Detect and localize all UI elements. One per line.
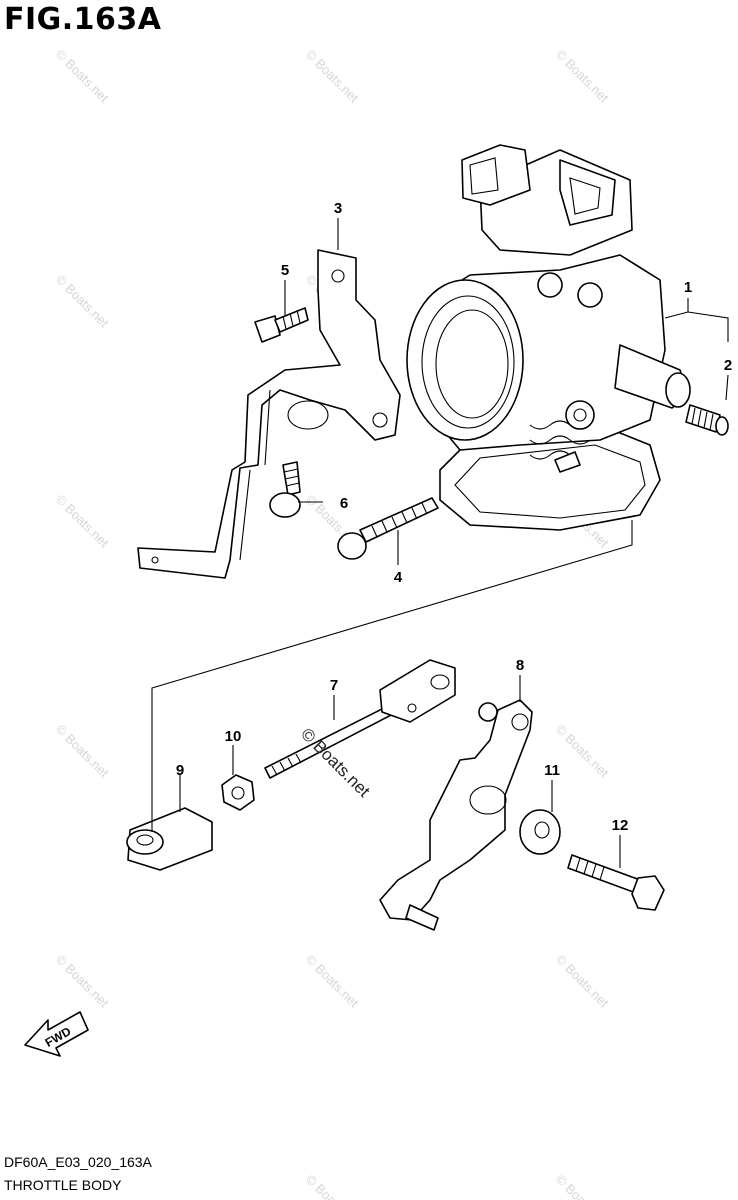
diagram-name: THROTTLE BODY bbox=[4, 1177, 122, 1193]
watermark: © Boats.net bbox=[53, 952, 112, 1011]
callout-9: 9 bbox=[176, 762, 184, 779]
bolt-part-12 bbox=[567, 854, 665, 911]
callout-7: 7 bbox=[330, 677, 338, 694]
callout-1: 1 bbox=[684, 279, 692, 296]
fwd-arrow-icon: FWD bbox=[24, 1011, 89, 1057]
watermark: © Boats.net bbox=[53, 492, 112, 551]
watermark: © Boats.net bbox=[303, 1172, 362, 1200]
callout-11: 11 bbox=[544, 762, 560, 779]
leader-lines bbox=[151, 218, 729, 868]
nut-part-10 bbox=[221, 774, 255, 811]
callout-3: 3 bbox=[334, 200, 342, 217]
bolt-part-6 bbox=[269, 461, 301, 518]
figure-title: FIG.163A bbox=[4, 2, 162, 37]
callout-4: 4 bbox=[394, 569, 403, 586]
callout-10: 10 bbox=[225, 728, 242, 745]
callout-6: 6 bbox=[340, 495, 348, 512]
watermark: © Boats.net bbox=[553, 1172, 612, 1200]
washer-part-11 bbox=[519, 809, 561, 855]
diagram-code: DF60A_E03_020_163A bbox=[4, 1154, 152, 1170]
lever-part-8 bbox=[379, 699, 533, 931]
callout-5: 5 bbox=[281, 262, 289, 279]
watermark: © Boats.net bbox=[553, 722, 612, 781]
callout-2: 2 bbox=[724, 357, 732, 374]
watermark: © Boats.net bbox=[303, 47, 362, 106]
watermark: © Boats.net bbox=[53, 722, 112, 781]
watermark: © Boats.net bbox=[53, 47, 112, 106]
screw-part-2 bbox=[685, 404, 729, 436]
watermark: © Boats.net bbox=[303, 952, 362, 1011]
joint-part-9 bbox=[126, 807, 213, 871]
watermark: © Boats.net bbox=[53, 272, 112, 331]
watermark: © Boats.net bbox=[553, 952, 612, 1011]
long-bolt-part-4 bbox=[337, 497, 439, 560]
bracket-part-3 bbox=[137, 249, 401, 579]
throttle-body-part bbox=[406, 144, 691, 531]
callout-8: 8 bbox=[516, 657, 524, 674]
rod-part-7 bbox=[264, 659, 456, 779]
watermark: © Boats.net bbox=[553, 47, 612, 106]
callout-labels: 1 2 3 4 5 6 7 8 9 10 11 12 bbox=[176, 200, 732, 834]
callout-12: 12 bbox=[612, 817, 629, 834]
bolt-part-5 bbox=[254, 307, 309, 343]
